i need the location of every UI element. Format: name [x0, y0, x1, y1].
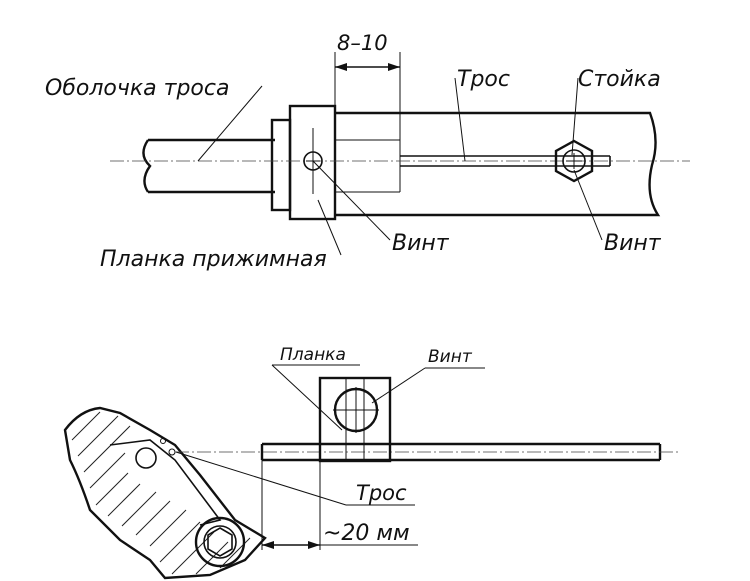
- label-screw-left: Винт: [392, 231, 450, 256]
- label-cable-sheath: Оболочка троса: [45, 76, 229, 101]
- post-rail: [335, 111, 661, 217]
- label-plate: Планка: [280, 345, 346, 365]
- label-cable-bottom: Трос: [356, 481, 407, 505]
- label-clamp-plate: Планка прижимная: [100, 247, 327, 272]
- lever-hole-icon: [135, 447, 157, 469]
- bottom-view: Планка Винт Трос ~20 мм: [63, 345, 680, 580]
- cable-sheath: [142, 138, 275, 194]
- lever-body: [63, 406, 267, 580]
- bottom-clamp-plate: [318, 376, 392, 463]
- hex-nut-icon: [554, 139, 594, 183]
- label-screw-right: Винт: [604, 231, 662, 256]
- top-view: 8–10 Оболочка троса Трос Стойка Планка п…: [45, 31, 690, 272]
- dimension-20mm: ~20 мм: [323, 521, 410, 546]
- lever-hatching: [71, 411, 251, 575]
- label-post: Стойка: [578, 67, 661, 92]
- sheath-flange: [270, 118, 292, 212]
- label-cable: Трос: [457, 67, 510, 92]
- label-screw: Винт: [428, 347, 473, 367]
- lever-bolt-icon: [194, 516, 246, 568]
- clamp-plate: [288, 104, 337, 221]
- dimension-8-10: 8–10: [337, 31, 388, 55]
